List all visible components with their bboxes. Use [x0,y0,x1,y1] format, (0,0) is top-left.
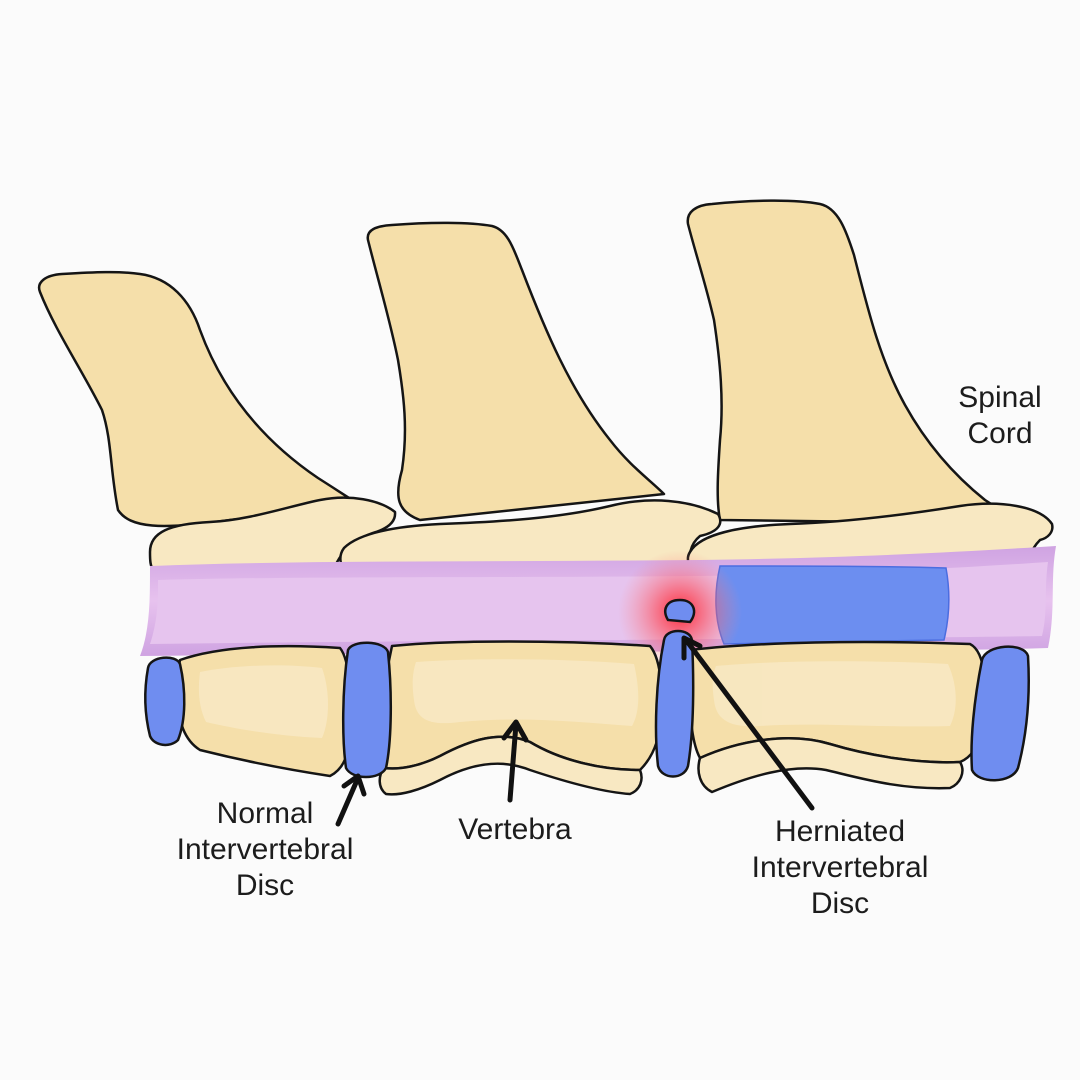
intervertebral-discs [143,629,1030,782]
vertebra-arrow [501,719,529,803]
normal-disc-label-line-3: Disc [235,869,295,902]
spinal-cord [140,546,1056,674]
normal-disc-label-line-1: Normal [216,797,314,830]
normal-disc [341,641,393,779]
vertebra-label-line-1: Vertebra [458,813,572,846]
spinous-process-2 [366,221,666,522]
herniated-disc-label-line-2: Intervertebral [751,851,929,884]
vertebra-label: Vertebra [430,812,600,848]
vertebral-body-1-highlight [198,665,328,738]
spinous-processes [37,199,1042,528]
disc-far-right [970,645,1030,782]
spinal-cord-label: Spinal Cord [940,380,1060,452]
vertebral-body-3-highlight [712,661,956,727]
disc-far-left [143,656,186,747]
herniated-disc-label-line-3: Disc [810,887,870,920]
herniated-disc-arrow [681,635,815,811]
spinous-process-1 [37,270,364,528]
spinal-cord-label-line-2: Cord [967,417,1033,450]
bone-highlights [198,659,956,738]
spinous-process-3 [686,199,1042,526]
normal-disc-label-line-2: Intervertebral [176,833,354,866]
vertebral-body-2-highlight [412,659,639,726]
normal-disc-arrow [335,773,367,827]
herniation-bulge [664,598,696,624]
vertebral-body-2-lower-rim [378,735,643,796]
normal-disc-label: Normal Intervertebral Disc [160,796,370,904]
herniated-disc [654,629,695,778]
pointer-arrows [335,635,815,827]
compressed-cord-segment [715,565,950,645]
herniated-disc-label: Herniated Intervertebral Disc [730,814,950,922]
herniated-disc-label-line-1: Herniated [774,815,906,848]
spinal-cord-label-line-1: Spinal [958,381,1042,414]
vertebral-body-3-lower-rim [697,737,964,794]
